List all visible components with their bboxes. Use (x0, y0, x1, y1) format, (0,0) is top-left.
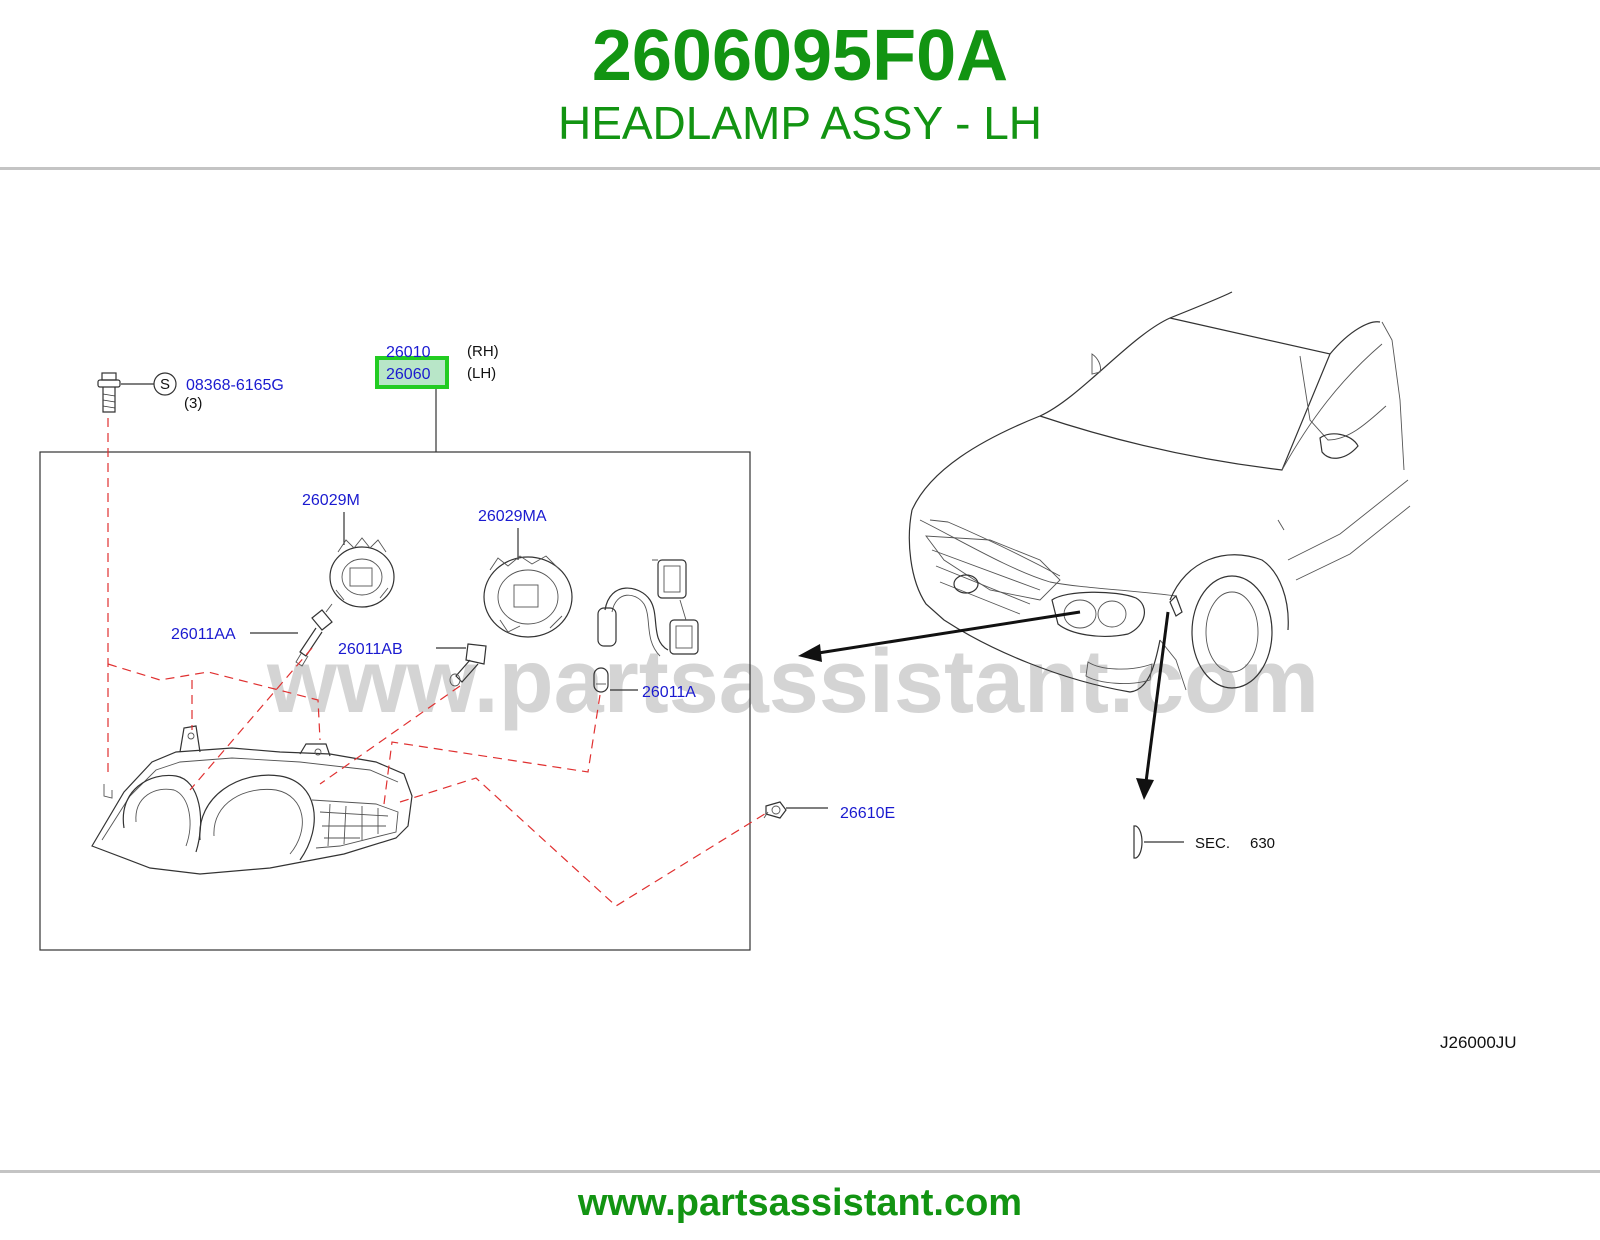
callout-26011AB[interactable]: 26011AB (338, 641, 403, 658)
bulb-26011AB-icon (449, 643, 487, 687)
highlight-box-26060[interactable] (375, 356, 449, 389)
assembly-frame (39, 451, 751, 951)
callout-08368-6165G[interactable]: 08368-6165G (186, 377, 284, 394)
diagram-code: J26000JU (1440, 1033, 1517, 1052)
arrow-to-headlamp (798, 610, 1081, 662)
vehicle-outline-icon (908, 291, 1411, 693)
footer-divider (0, 1170, 1600, 1173)
callout-26610E[interactable]: 26610E (840, 805, 895, 822)
socket-26029MA-icon (483, 555, 573, 638)
headlamp-assembly-icon (91, 725, 413, 875)
sec-label: SEC. (1195, 835, 1230, 852)
page-header: 2606095F0A HEADLAMP ASSY - LH (0, 0, 1600, 168)
callout-26060[interactable]: 26060 (386, 366, 431, 383)
arrow-to-side-marker (1136, 611, 1170, 800)
callout-bolt-qty: (3) (184, 395, 202, 412)
sec-number[interactable]: 630 (1250, 835, 1275, 852)
wiring-harness-icon (597, 559, 699, 657)
callout-26029MA[interactable]: 26029MA (478, 508, 547, 525)
installation-guide-lines (107, 418, 769, 907)
callout-lh-note: (LH) (467, 365, 496, 382)
watermark-text: www.partsassistant.com (266, 632, 1319, 732)
bulb-26011A-icon (593, 667, 609, 693)
socket-26029M-icon (329, 537, 395, 608)
callout-rh-note: (RH) (467, 343, 499, 360)
callout-26029M[interactable]: 26029M (302, 492, 360, 509)
bolt-s-symbol-ring (153, 372, 177, 396)
footer-site-url[interactable]: www.partsassistant.com (577, 1182, 1023, 1224)
bolt-s-symbol: S (160, 376, 170, 393)
part-number-title: 2606095F0A (591, 16, 1009, 96)
side-marker-lamp-icon (1133, 825, 1143, 859)
callout-26010[interactable]: 26010 (386, 344, 431, 361)
clip-26610E-icon (763, 801, 787, 819)
header-divider (0, 167, 1600, 170)
bolt-icon (97, 372, 121, 413)
part-description: HEADLAMP ASSY - LH (557, 97, 1043, 149)
callout-26011A[interactable]: 26011A (642, 684, 696, 701)
callout-26011AA[interactable]: 26011AA (171, 626, 236, 643)
